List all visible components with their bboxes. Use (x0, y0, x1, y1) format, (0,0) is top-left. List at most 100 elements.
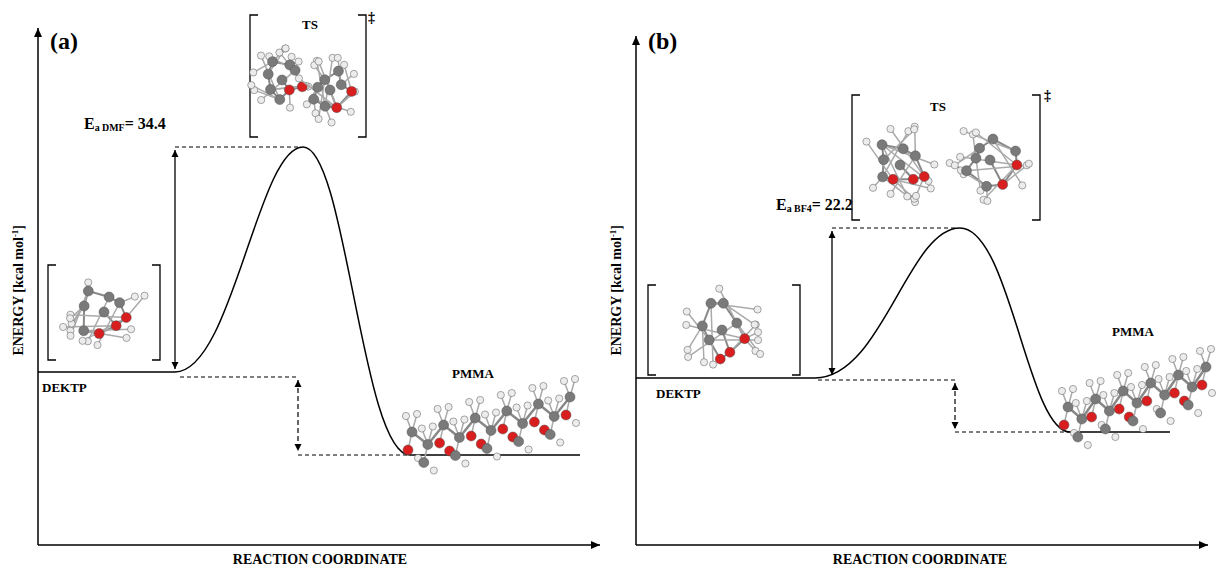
atom (1155, 375, 1162, 382)
atom (141, 292, 148, 299)
atom (732, 318, 742, 328)
bond (711, 303, 758, 309)
atom (99, 307, 109, 317)
atom (1201, 362, 1211, 372)
atom (556, 395, 563, 402)
atom (127, 326, 134, 333)
atom (1152, 361, 1159, 368)
species-label-text: PMMA (452, 366, 494, 381)
atom (1160, 390, 1170, 400)
atom (320, 75, 330, 85)
atom (258, 96, 265, 103)
atom (85, 279, 92, 286)
atom (685, 353, 692, 360)
bond (882, 145, 928, 181)
atom (1111, 389, 1118, 396)
atom (988, 134, 998, 144)
atom (1167, 417, 1174, 424)
atom (518, 419, 528, 429)
bond (84, 329, 131, 331)
species-label-text: DEKTP (656, 386, 701, 401)
atom (910, 151, 920, 161)
atom (549, 412, 559, 422)
atom (1128, 416, 1138, 426)
atom (951, 162, 958, 169)
atom (403, 445, 413, 455)
atom (466, 431, 476, 441)
axis-title-text: -1 (608, 229, 618, 236)
atom (266, 84, 276, 94)
atom (982, 181, 992, 191)
activation-energy-text: a BF4 (787, 203, 812, 214)
atom (450, 451, 460, 461)
panel-letter-text: (a) (50, 28, 78, 54)
atom (295, 58, 302, 65)
atom (1097, 377, 1104, 384)
atom (908, 174, 918, 184)
atom (282, 45, 289, 52)
bond (993, 139, 1022, 185)
atom (1194, 365, 1201, 372)
activation-energy: Ea BF4= 22.2 (776, 196, 853, 214)
atom (94, 329, 104, 339)
panel-letter: (b) (648, 28, 677, 55)
atom (709, 361, 716, 368)
atom (413, 410, 420, 417)
atom (560, 377, 567, 384)
atom (315, 58, 322, 65)
atom (895, 160, 905, 170)
atom (529, 384, 536, 391)
atom (1025, 160, 1032, 167)
atom (754, 337, 761, 344)
bond (964, 131, 1016, 151)
atom (1077, 414, 1087, 424)
atom (497, 391, 504, 398)
atom (1100, 424, 1110, 434)
atom (325, 85, 335, 95)
atom (1183, 367, 1190, 374)
atom (481, 411, 488, 418)
atom (912, 192, 919, 199)
ts-symbol: ‡ (1044, 88, 1051, 104)
atom (557, 439, 564, 446)
atom (454, 433, 464, 443)
atom (263, 69, 273, 79)
atom (683, 308, 690, 315)
atom (1069, 385, 1076, 392)
bond (83, 318, 127, 341)
barrier-arrow (174, 150, 175, 369)
panel-letter: (a) (50, 28, 78, 55)
panel-letter-text: (b) (648, 28, 677, 54)
atom (1100, 391, 1107, 398)
atom (919, 172, 929, 182)
atom (1156, 408, 1166, 418)
atom (508, 389, 515, 396)
brackets (48, 15, 1040, 375)
atom (111, 321, 121, 331)
bond (730, 325, 756, 353)
x-axis (38, 544, 600, 546)
atom (470, 413, 480, 423)
y-axis (635, 36, 637, 545)
atom (334, 54, 341, 61)
atom (498, 424, 508, 434)
species-label-text: PMMA (1112, 324, 1154, 339)
axis-title-text: ENERGY [kcal mol (10, 237, 25, 355)
atom (1019, 182, 1026, 189)
atom (998, 180, 1008, 190)
atom (1104, 406, 1114, 416)
atom (529, 417, 539, 427)
atom (751, 321, 758, 328)
axis-title-text: REACTION COORDINATE (833, 552, 1007, 567)
barrier-arrow (831, 231, 832, 375)
atom (513, 404, 520, 411)
atom (282, 45, 289, 52)
atom (887, 125, 894, 132)
atom (904, 193, 911, 200)
atom (290, 65, 300, 75)
atom (423, 440, 433, 450)
atom (1114, 404, 1124, 414)
atom (320, 101, 330, 111)
atom (315, 115, 322, 122)
atom (435, 438, 445, 448)
